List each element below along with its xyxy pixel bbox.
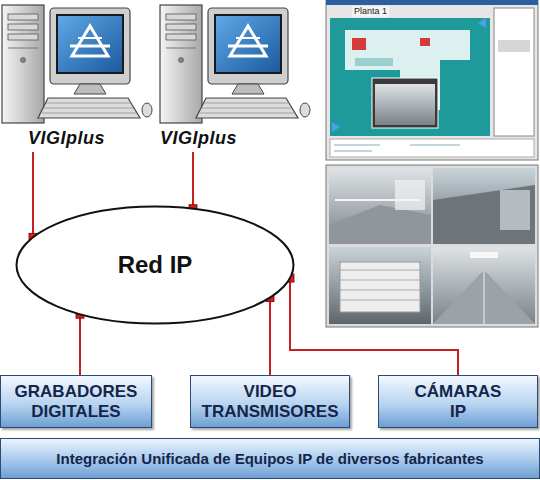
workstation: VIGIplus xyxy=(0,0,150,152)
device-box: GRABADORES DIGITALES xyxy=(0,375,152,428)
network-link xyxy=(76,310,84,375)
network-link xyxy=(189,152,197,213)
node-label: CÁMARAS IP xyxy=(408,382,508,421)
network-link xyxy=(29,152,37,241)
network-link xyxy=(266,294,274,375)
network-ellipse: Red IP xyxy=(15,205,295,325)
node-label: Red IP xyxy=(118,251,193,279)
node-label: GRABADORES DIGITALES xyxy=(7,382,145,421)
node-label: VIGIplus xyxy=(160,128,318,152)
device-box: CÁMARAS IP xyxy=(378,375,538,428)
device-box: VIDEO TRANSMISORES xyxy=(190,375,350,428)
screen-label: Planta 1 xyxy=(352,6,389,17)
node-label: VIDEO TRANSMISORES xyxy=(197,382,343,421)
node-label: Integración Unificada de Equipos IP de d… xyxy=(56,450,483,467)
network-link xyxy=(286,274,458,375)
workstation: VIGIplus xyxy=(158,0,318,152)
footer-band: Integración Unificada de Equipos IP de d… xyxy=(0,438,540,479)
node-label: VIGIplus xyxy=(28,128,150,152)
